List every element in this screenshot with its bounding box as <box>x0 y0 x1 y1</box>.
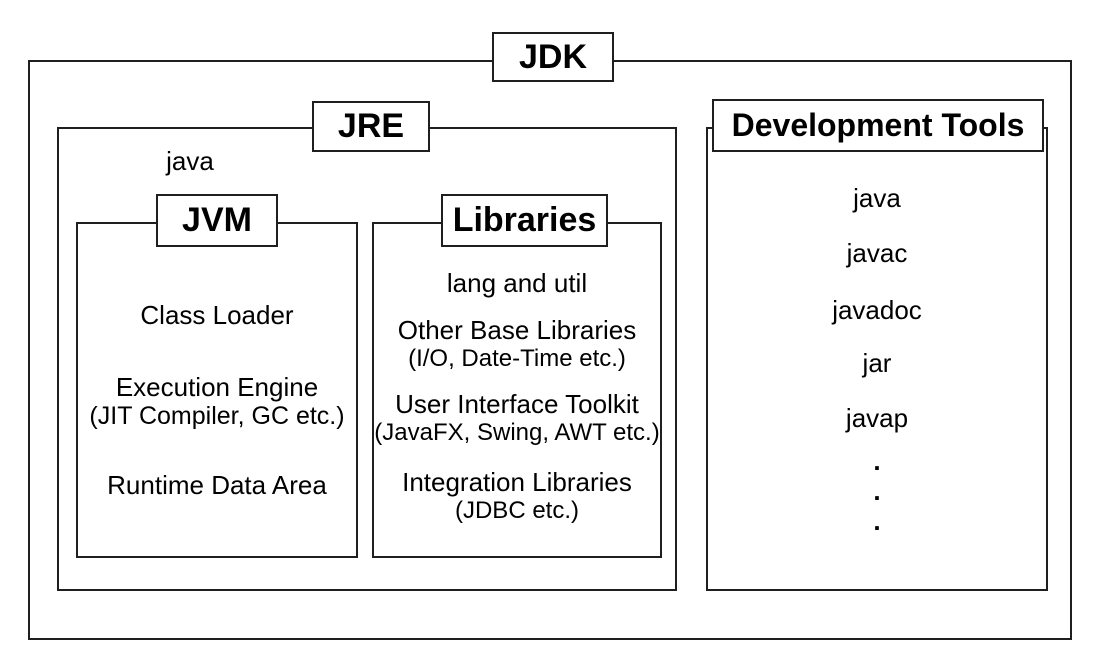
jvm-item-subtitle: (JIT Compiler, GC etc.) <box>89 402 345 430</box>
library-item-subtitle: (JDBC etc.) <box>454 497 579 524</box>
libraries-label-text: Libraries <box>452 201 597 239</box>
jdk-label-text: JDK <box>518 37 588 76</box>
jdk-label: JDK <box>492 32 614 82</box>
devtools-ellipsis-dot: . <box>873 506 881 536</box>
library-item: lang and util <box>372 268 662 298</box>
libraries-label: Libraries <box>441 194 608 247</box>
library-item-subtitle: (JavaFX, Swing, AWT etc.) <box>374 419 660 446</box>
jre-note-java: java <box>166 146 214 176</box>
library-item-title: lang and util <box>446 268 588 298</box>
library-item-subtitle: (I/O, Date-Time etc.) <box>408 345 626 372</box>
library-item: User Interface Toolkit (JavaFX, Swing, A… <box>372 389 662 447</box>
library-item-title: Other Base Libraries <box>397 315 637 345</box>
jvm-item: Runtime Data Area <box>76 470 358 500</box>
jvm-item-title: Runtime Data Area <box>107 470 327 500</box>
library-item: Other Base Libraries (I/O, Date-Time etc… <box>372 315 662 373</box>
devtool-item-java: java <box>853 183 901 213</box>
jre-label: JRE <box>312 101 430 152</box>
jvm-item-title: Class Loader <box>140 300 294 330</box>
library-item-title: Integration Libraries <box>402 467 632 497</box>
jvm-item: Execution Engine (JIT Compiler, GC etc.) <box>76 372 358 430</box>
development-tools-label: Development Tools <box>712 99 1044 152</box>
devtools-ellipsis-dot: . <box>873 446 881 476</box>
jre-label-text: JRE <box>337 107 405 145</box>
jvm-item-title: Execution Engine <box>115 372 319 402</box>
development-tools-label-text: Development Tools <box>731 107 1025 143</box>
devtool-item-javac: javac <box>846 238 908 268</box>
devtool-item-jar: jar <box>862 348 892 378</box>
library-item-title: User Interface Toolkit <box>395 389 639 419</box>
jvm-item: Class Loader <box>76 300 358 330</box>
devtools-ellipsis-dot: . <box>873 476 881 506</box>
devtool-item-javadoc: javadoc <box>832 295 922 325</box>
library-item: Integration Libraries (JDBC etc.) <box>372 467 662 525</box>
jvm-label-text: JVM <box>182 201 252 239</box>
jvm-label: JVM <box>156 194 278 247</box>
devtool-item-javap: javap <box>845 403 909 433</box>
